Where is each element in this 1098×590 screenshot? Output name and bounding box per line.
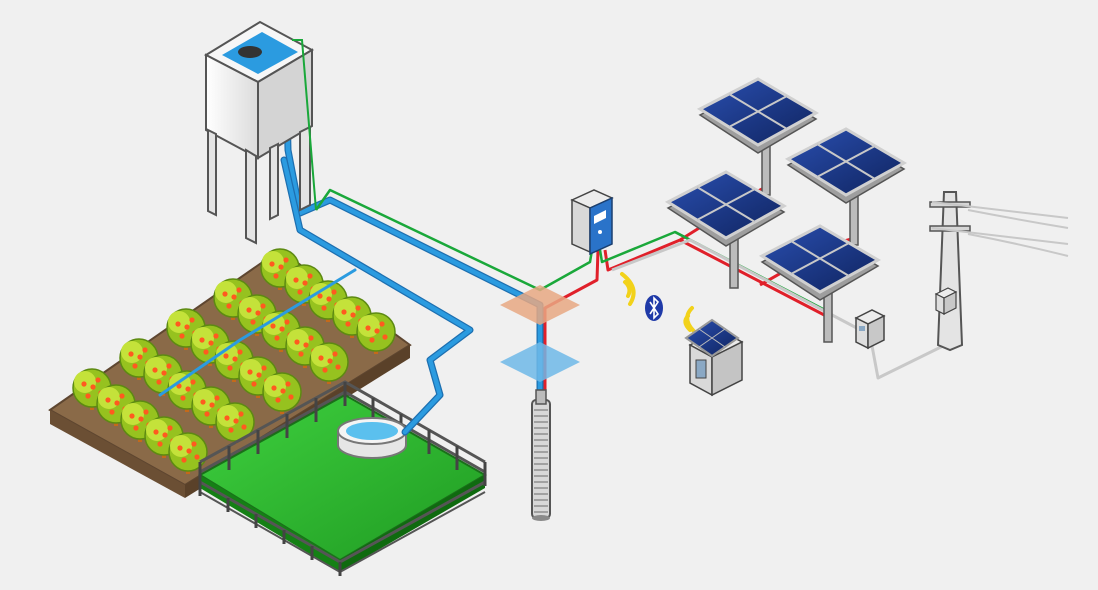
solar-array: [664, 77, 908, 343]
remote-monitor-box: [684, 318, 744, 397]
pasture: [198, 380, 487, 576]
irrigation-drip-line: [158, 268, 357, 397]
ground-markers: [500, 285, 580, 382]
pump-controller: [570, 189, 614, 256]
wireless-link: [620, 272, 700, 337]
solar-panel: [696, 77, 820, 196]
fruit-tree: [309, 342, 349, 384]
power-lines: [931, 201, 1069, 257]
fruit-tree: [215, 402, 255, 444]
fruit-tree: [284, 264, 324, 306]
tower-legs: [207, 125, 311, 245]
water-trough: [337, 417, 407, 459]
float-switch: [238, 46, 262, 58]
solar-panel: [758, 224, 882, 343]
fruit-tree: [120, 400, 160, 442]
utility-pole: [929, 191, 1069, 352]
ground-level-marker: [500, 285, 580, 325]
fruit-tree: [262, 372, 302, 414]
fruit-tree: [168, 432, 208, 474]
solar-panel: [664, 170, 788, 289]
fruit-tree: [356, 312, 396, 354]
solar-panel: [784, 127, 908, 246]
submersible-pump: [531, 389, 551, 521]
grid-meter: [854, 309, 886, 350]
pole-meter: [934, 287, 958, 315]
bluetooth-icon: [645, 295, 663, 321]
fruit-trees: [72, 248, 396, 474]
water-level-marker: [500, 342, 580, 382]
monitor-solar-panel: [684, 318, 740, 358]
sensor-cable-tower: [314, 188, 594, 292]
water-tower: [203, 20, 317, 245]
